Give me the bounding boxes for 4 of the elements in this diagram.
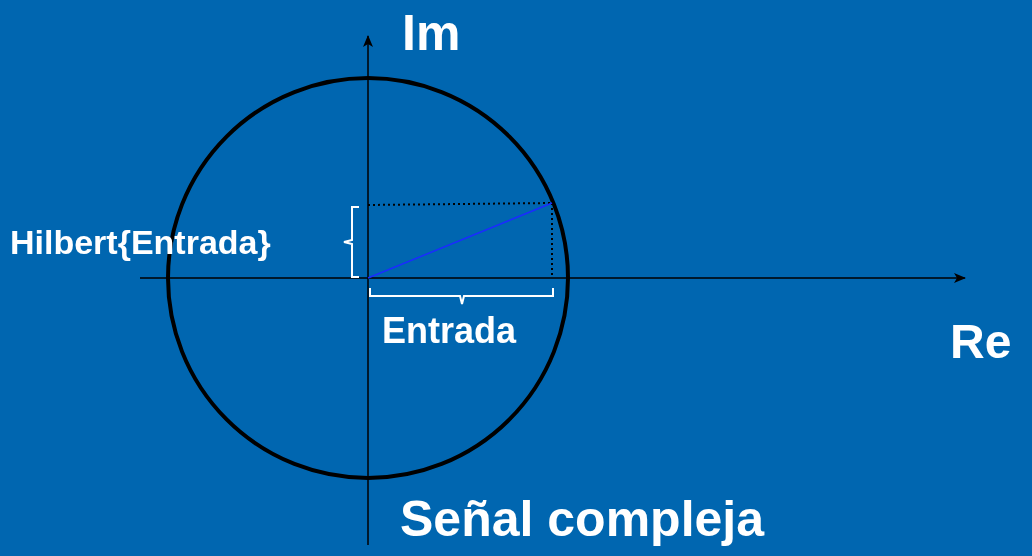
- caption: Señal compleja: [400, 494, 765, 544]
- brace-label: Entrada: [382, 313, 517, 349]
- axis-label: Re: [950, 318, 1012, 366]
- axis-label: Im: [402, 8, 461, 58]
